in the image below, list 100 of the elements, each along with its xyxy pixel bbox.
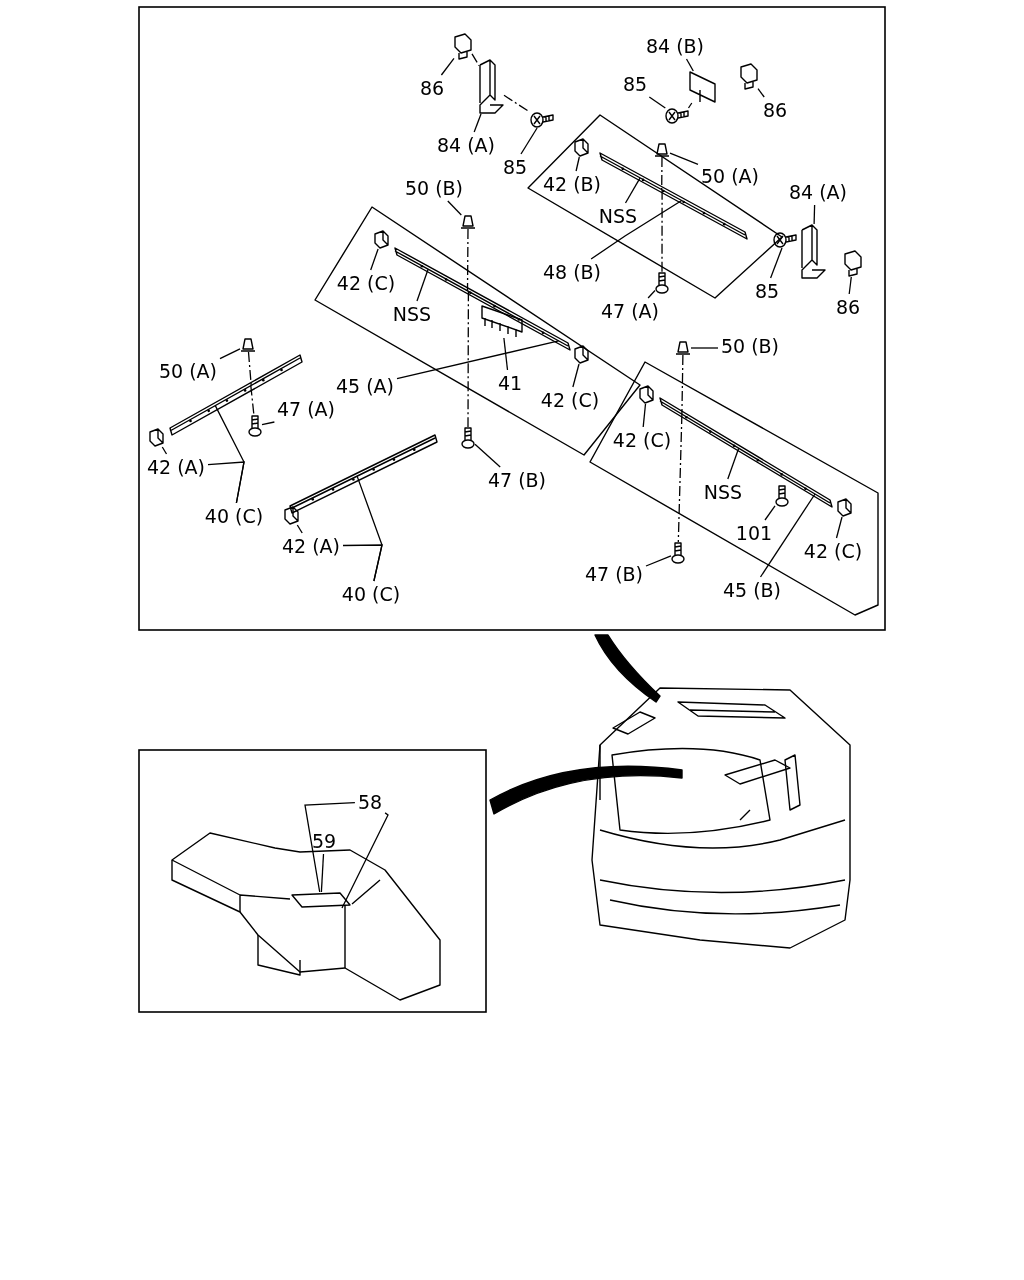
leader-line — [669, 152, 699, 166]
bracket-drawing — [801, 224, 826, 279]
callout-number: 85 — [501, 156, 529, 178]
callout-number: 45 (B) — [721, 579, 783, 601]
leader-line — [219, 348, 241, 360]
rail-drawing — [289, 434, 438, 514]
leader-line — [727, 447, 740, 480]
callout-number: 47 (A) — [276, 398, 336, 420]
leader-line — [207, 461, 245, 504]
screw-drawing — [461, 427, 475, 449]
leader-line — [396, 340, 560, 380]
callout-number: 47 (B) — [583, 563, 645, 585]
leader-line — [690, 347, 719, 349]
callout-number: 50 (B) — [403, 177, 465, 199]
center-line — [677, 413, 683, 543]
screw-drawing — [530, 112, 554, 128]
center-line — [471, 53, 480, 67]
leader-line — [161, 446, 168, 455]
screw-drawing — [665, 108, 689, 124]
center-line — [681, 354, 684, 415]
screw-drawing — [773, 232, 797, 248]
nut-clip-drawing — [844, 250, 862, 277]
leader-line — [759, 493, 816, 578]
center-line — [250, 384, 255, 416]
sub-assembly-label: NSS — [597, 205, 639, 227]
screw-drawing — [655, 272, 669, 294]
bracket-drawing — [689, 71, 716, 103]
sub-assembly-label: NSS — [391, 303, 433, 325]
screw-drawing — [671, 542, 685, 564]
clip-drawing — [149, 428, 164, 447]
nut-clip-drawing — [454, 33, 472, 60]
leader-line — [447, 200, 462, 216]
callout-number: 50 (A) — [700, 165, 760, 187]
callout-number: 86 — [418, 77, 446, 99]
leader-line — [757, 88, 765, 98]
leader-line — [848, 276, 852, 295]
leader-line — [503, 337, 509, 371]
callout-number: 84 (B) — [644, 35, 706, 57]
leader-line — [624, 177, 641, 204]
clip-drawing — [284, 506, 299, 525]
center-line — [466, 228, 469, 292]
callout-number: 85 — [753, 280, 781, 302]
callout-number: 40 (C) — [203, 505, 265, 527]
callout-number: 42 (B) — [541, 173, 603, 195]
leader-line — [261, 421, 276, 426]
leader-line — [590, 199, 683, 260]
callout-number: 58 — [356, 791, 384, 813]
leader-line — [572, 363, 580, 388]
leader-line — [320, 853, 325, 893]
clip-drawing — [574, 345, 589, 364]
callout-number: 101 — [734, 522, 774, 544]
callout-number: 50 (B) — [719, 335, 781, 357]
center-line — [661, 189, 663, 273]
leader-line — [440, 57, 455, 76]
push-pin-drawing — [240, 338, 256, 352]
push-pin-drawing — [675, 341, 691, 355]
callout-number: 84 (A) — [436, 134, 496, 156]
rail-drawing — [394, 247, 571, 351]
callout-number: 85 — [621, 73, 649, 95]
leader-line — [341, 812, 389, 909]
leader-line — [764, 505, 776, 521]
callout-number: 48 (B) — [541, 261, 603, 283]
callout-number: 42 (A) — [281, 535, 341, 557]
center-line — [661, 156, 663, 191]
leader-line — [473, 113, 482, 133]
center-line — [467, 290, 470, 428]
push-pin-drawing — [654, 143, 670, 157]
callout-number: 84 (A) — [788, 181, 848, 203]
leader-line — [575, 156, 580, 172]
leader-line — [647, 289, 656, 299]
clip-drawing — [639, 385, 654, 404]
leader-line — [474, 443, 501, 468]
callout-number: 41 — [496, 372, 524, 394]
leader-line — [520, 127, 538, 155]
callout-number: 42 (A) — [146, 456, 206, 478]
callout-number: 86 — [761, 99, 789, 121]
center-line — [247, 351, 252, 387]
leader-line — [296, 524, 303, 534]
callout-number: 42 (C) — [539, 389, 601, 411]
leader-line — [769, 247, 783, 279]
callout-number: 42 (C) — [335, 272, 397, 294]
leader-line — [370, 248, 379, 271]
roof-console-drawing — [171, 832, 441, 1001]
callout-number: 50 (A) — [158, 360, 218, 382]
leader-line — [342, 544, 383, 582]
sub-assembly-label: NSS — [702, 481, 744, 503]
callout-number: 40 (C) — [340, 583, 402, 605]
leader-line — [835, 516, 843, 539]
callout-number: 47 (B) — [486, 469, 548, 491]
callout-number: 42 (C) — [611, 429, 673, 451]
callout-number: 42 (C) — [802, 540, 864, 562]
clip-drawing — [374, 230, 389, 249]
callout-number: 47 (A) — [600, 300, 660, 322]
push-pin-drawing — [460, 215, 476, 229]
leader-line — [645, 555, 672, 567]
leader-line — [648, 96, 666, 109]
callout-number: 45 (A) — [335, 375, 395, 397]
nut-clip-drawing — [740, 63, 758, 90]
leader-line — [813, 204, 816, 225]
leader-line — [642, 403, 647, 428]
